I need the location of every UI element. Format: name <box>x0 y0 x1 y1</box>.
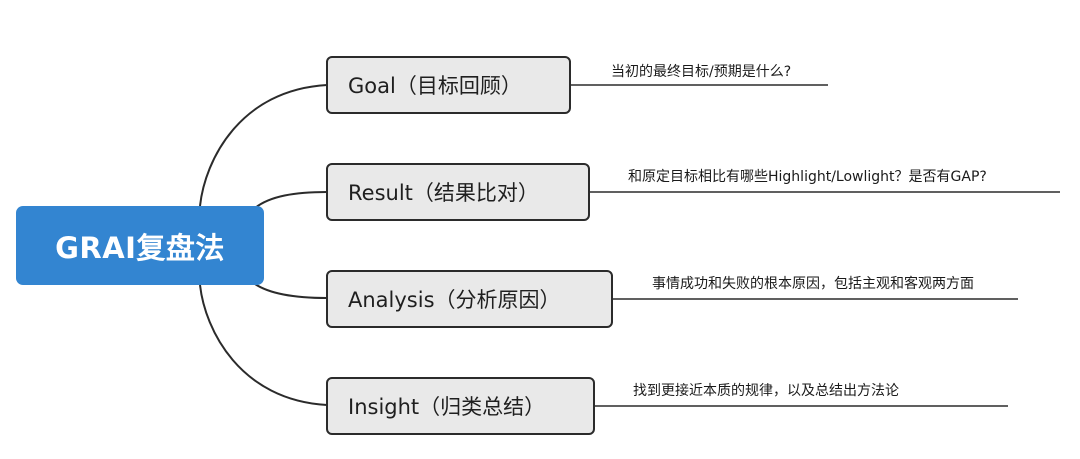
branch-analysis-label: Analysis（分析原因） <box>348 288 561 312</box>
connector-result <box>254 191 328 209</box>
note-insight: 找到更接近本质的规律，以及总结出方法论 <box>633 383 899 399</box>
branch-analysis[interactable]: Analysis（分析原因） <box>326 270 613 328</box>
note-result: 和原定目标相比有哪些Highlight/Lowlight？是否有GAP? <box>628 169 987 185</box>
connector-analysis <box>254 283 328 299</box>
note-goal: 当初的最终目标/预期是什么? <box>611 64 792 80</box>
branch-goal-label: Goal（目标回顾） <box>348 74 522 98</box>
branch-result-label: Result（结果比对） <box>348 181 539 205</box>
branch-insight[interactable]: Insight（归类总结） <box>326 377 595 435</box>
connector-goal <box>199 84 328 207</box>
connector-insight <box>199 284 328 406</box>
branch-insight-label: Insight（归类总结） <box>348 395 546 419</box>
root-node[interactable]: GRAI复盘法 <box>16 206 264 285</box>
note-analysis: 事情成功和失败的根本原因，包括主观和客观两方面 <box>652 276 974 292</box>
branch-goal[interactable]: Goal（目标回顾） <box>326 56 571 114</box>
root-title: GRAI复盘法 <box>55 230 225 265</box>
branch-result[interactable]: Result（结果比对） <box>326 163 590 221</box>
